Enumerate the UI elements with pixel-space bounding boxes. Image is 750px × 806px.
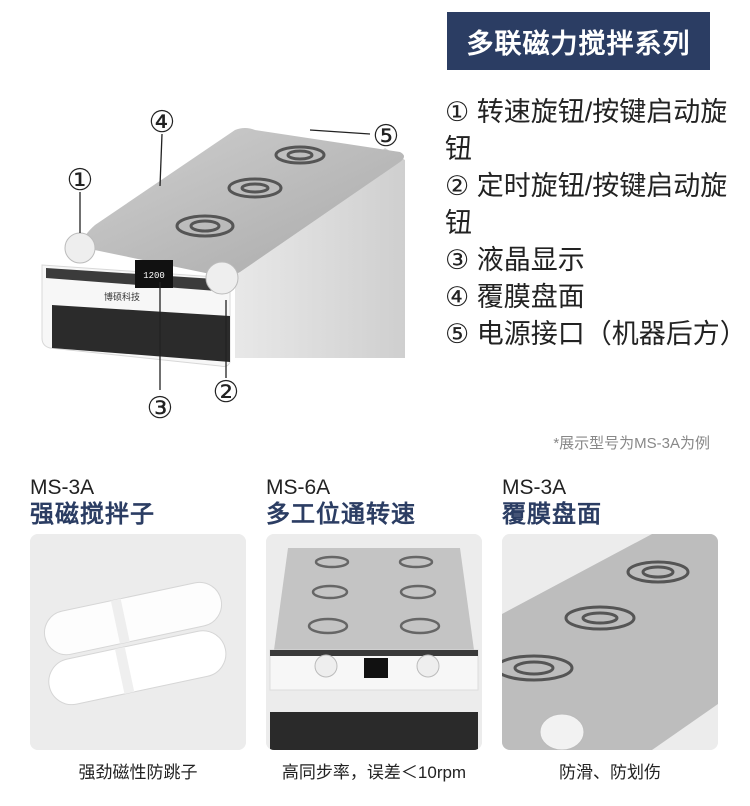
legend-item-speed-knob: ① 转速旋钮/按键启动旋钮	[445, 97, 728, 164]
feature-caption: 高同步率，误差＜10rpm	[281, 763, 467, 782]
feature-model: MS-3A	[502, 476, 567, 499]
title-banner: 多联磁力搅拌系列	[447, 12, 710, 70]
feature-multi-station: MS-6A 多工位通转速 高同步率，误差＜10rpm	[266, 476, 486, 782]
legend-item-lcd: ③ 液晶显示	[445, 245, 585, 275]
feature-heading: 覆膜盘面	[502, 501, 602, 528]
hero-device-illustration: 1200 博硕科技 ① ② ③ ④ ⑤	[30, 100, 440, 430]
display-readout: 1200	[143, 271, 165, 281]
model-note: *展示型号为MS-3A为例	[553, 435, 710, 452]
feature-model: MS-6A	[266, 476, 331, 499]
page-title: 多联磁力搅拌系列	[466, 28, 691, 59]
callout-5: ⑤	[373, 119, 400, 154]
feature-heading: 多工位通转速	[266, 501, 416, 528]
legend-item-film-panel: ④ 覆膜盘面	[445, 282, 585, 312]
feature-stir-bar: MS-3A 强磁搅拌子 强劲磁性防跳子	[30, 476, 250, 782]
brand-label: 博硕科技	[104, 291, 140, 302]
feature-film-panel: MS-3A 覆膜盘面 防滑、防划伤	[502, 476, 722, 782]
film-panel-photo	[502, 534, 718, 750]
callout-2: ②	[213, 375, 240, 410]
stir-bar-photo	[30, 534, 246, 750]
feature-model: MS-3A	[30, 476, 95, 499]
feature-heading: 强磁搅拌子	[30, 501, 155, 528]
multi-station-photo	[266, 534, 482, 750]
callout-3: ③	[147, 391, 174, 426]
callout-1: ①	[67, 163, 94, 198]
component-legend: ① 转速旋钮/按键启动旋钮 ② 定时旋钮/按键启动旋钮 ③ 液晶显示 ④ 覆膜盘…	[445, 94, 747, 353]
stirrer-device-image: 1200 博硕科技 ① ② ③ ④ ⑤	[41, 105, 405, 426]
callout-4: ④	[149, 105, 176, 140]
legend-item-power-port: ⑤ 电源接口（机器后方）	[445, 319, 747, 349]
feature-caption: 防滑、防划伤	[559, 763, 661, 782]
feature-caption: 强劲磁性防跳子	[78, 763, 198, 782]
legend-item-timer-knob: ② 定时旋钮/按键启动旋钮	[445, 171, 728, 238]
